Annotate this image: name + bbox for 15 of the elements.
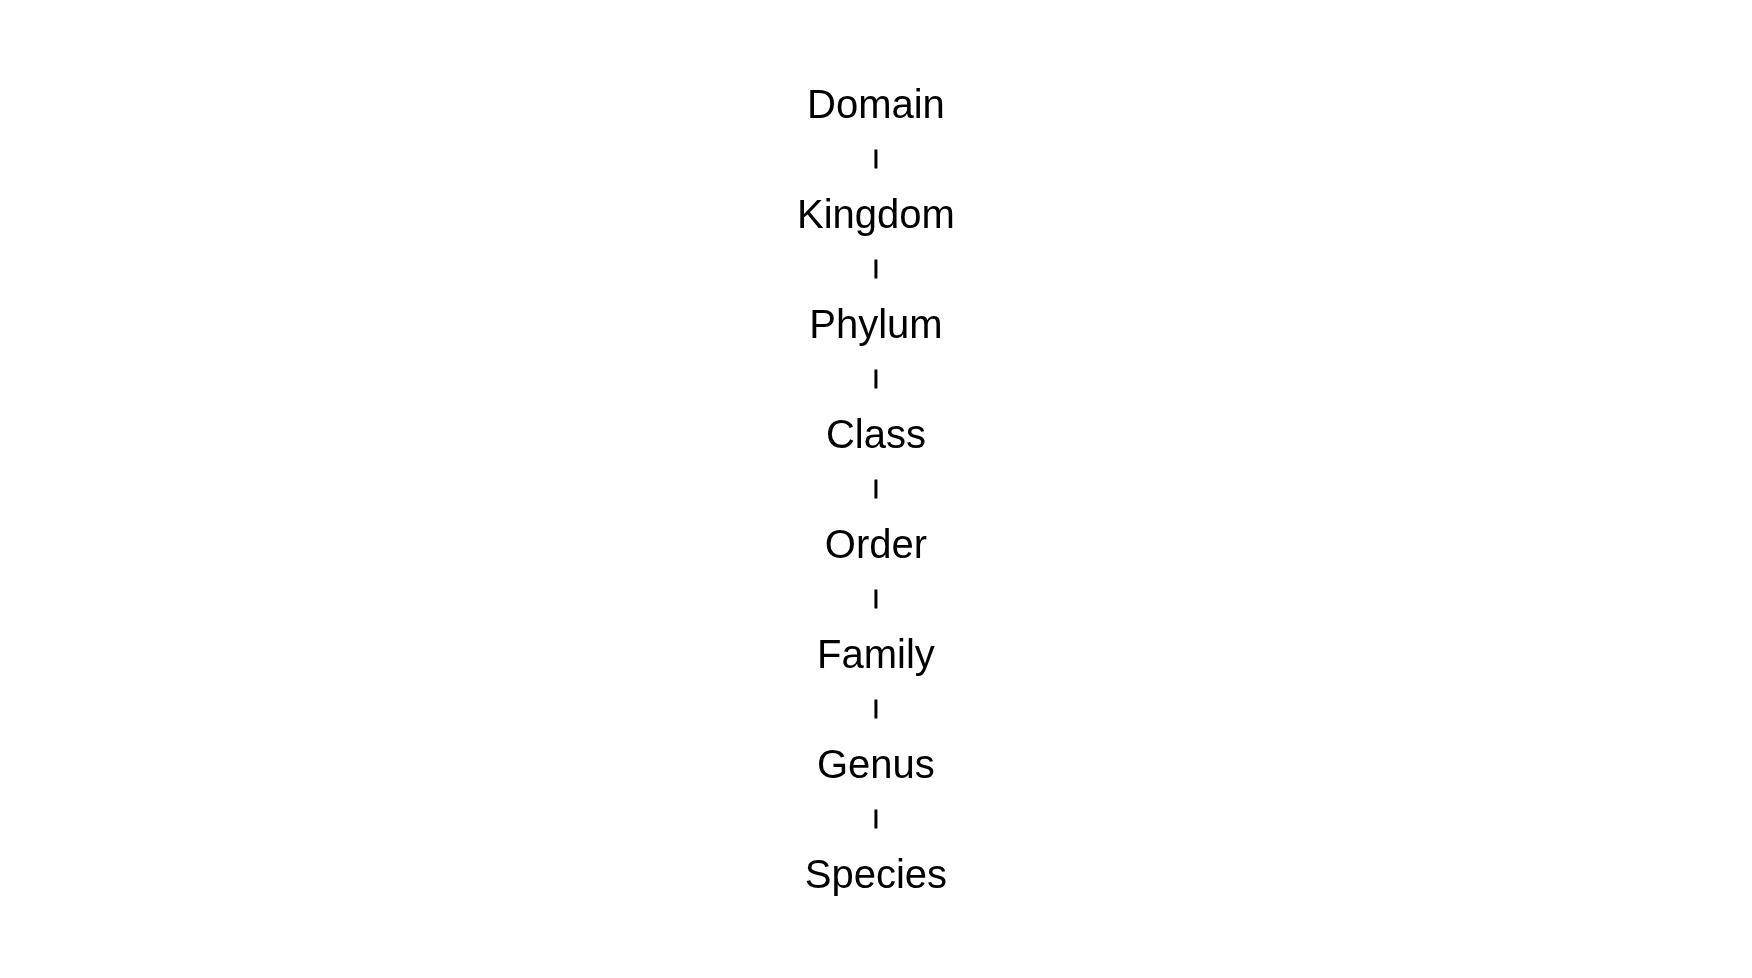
connector xyxy=(874,479,878,501)
node-text: Family xyxy=(817,632,935,676)
connector xyxy=(874,589,878,611)
node-text: Order xyxy=(824,522,928,566)
node-text: Species xyxy=(804,852,948,896)
node-text: Phylum xyxy=(809,302,943,346)
connector xyxy=(874,369,878,391)
node-text: Kingdom xyxy=(797,192,955,236)
connector xyxy=(874,809,878,831)
connector xyxy=(874,149,878,171)
connector xyxy=(874,259,878,281)
node-text: Genus xyxy=(817,742,935,786)
connector xyxy=(874,699,878,721)
node-text: Class xyxy=(825,412,927,456)
node-text: Domain xyxy=(807,82,945,126)
